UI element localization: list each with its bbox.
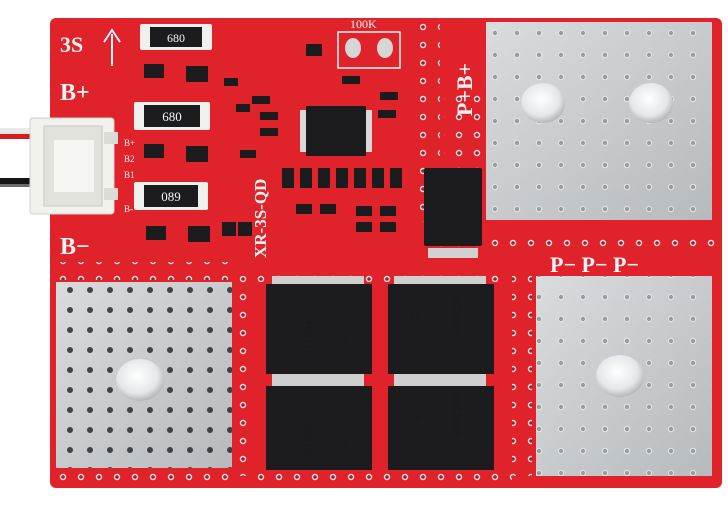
pin-label-b1: B1: [124, 170, 135, 180]
pin-label-b2: B2: [124, 154, 135, 164]
silk-trim-label: 100K: [350, 17, 377, 31]
via-row: [58, 262, 228, 280]
mosfet-1-part: GO11N04: [304, 320, 315, 362]
pin-label-b-minus: B-: [124, 204, 133, 214]
protection-ic: [300, 106, 372, 156]
via-column: [512, 276, 532, 476]
jst-connector: [29, 117, 118, 215]
sot-transistors: [144, 44, 322, 242]
mosfet-4: GO11N04 TA: [388, 378, 494, 470]
metal-pad-p-minus: [536, 276, 712, 476]
silk-b-minus: B−: [60, 234, 90, 260]
solder-bump: [116, 359, 164, 401]
mosfet-2-mark: TA: [410, 313, 421, 323]
arrow-up-icon: [103, 28, 121, 66]
metal-pad-b-minus: [56, 282, 232, 468]
mosfet-4-part: GO11N04: [451, 394, 462, 436]
trim-pot: [337, 31, 401, 69]
mosfet-3-part: GO11N04: [304, 418, 315, 460]
via-column: [230, 276, 250, 476]
resistor-2-code: 680: [162, 109, 182, 124]
mosfet-3-mark: TA: [336, 439, 347, 449]
mosfet-1-mark: TA: [336, 339, 347, 349]
smd-components: [222, 76, 402, 236]
smd-diode: [424, 168, 482, 258]
silk-cell-count: 3S: [60, 32, 83, 57]
silk-model: XR-3S-QD: [251, 179, 270, 258]
solder-bump: [629, 83, 673, 123]
via-row: [440, 232, 720, 250]
mosfet-4-mark: TA: [410, 413, 421, 423]
silk-b-plus: B+: [60, 80, 90, 106]
resistor-1: 680: [140, 24, 212, 50]
silk-p-minus: P− P− P−: [550, 252, 639, 277]
mosfet-1: GO11N04 TA: [266, 276, 372, 382]
mosfet-3: GO11N04 TA: [266, 378, 372, 470]
resistor-1-code: 680: [167, 31, 185, 45]
mosfet-2-part: GO11N04: [451, 292, 462, 334]
battery-wires: [0, 128, 34, 187]
mosfet-2: GO11N04 TA: [388, 276, 494, 382]
solder-bump: [596, 355, 644, 397]
resistor-2: 680: [134, 102, 210, 130]
metal-pad-p-plus: [486, 22, 712, 220]
resistor-3-code: 089: [161, 189, 181, 204]
solder-bump: [521, 83, 565, 123]
via-row: [256, 468, 512, 484]
via-row: [58, 468, 236, 484]
pin-label-b-plus: B+: [124, 138, 135, 148]
resistor-3: 089: [134, 182, 208, 210]
silk-p-plus: P+B+: [452, 63, 477, 116]
